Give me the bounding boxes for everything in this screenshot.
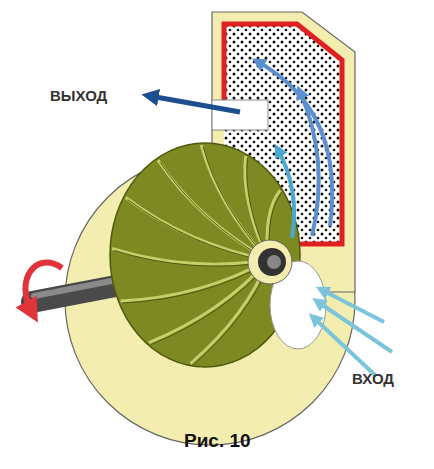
flow-arrow <box>258 62 332 226</box>
flow-arrow <box>278 150 294 238</box>
flow-arrow <box>300 92 319 236</box>
impeller-blade <box>121 260 269 301</box>
inflow-arrow <box>318 302 392 352</box>
impeller-blade <box>201 145 268 260</box>
hub-centre <box>267 255 281 269</box>
impeller <box>110 143 300 367</box>
outlet-opening <box>212 100 268 130</box>
rotation-arrow <box>25 263 62 312</box>
impeller-blade-edge <box>114 251 270 267</box>
hub-ring <box>248 240 292 284</box>
impeller-disc <box>110 143 300 367</box>
flow-label: ВХОД <box>352 370 394 387</box>
flow-label: ВЫХОД <box>50 87 107 104</box>
inflow-arrow <box>314 318 376 376</box>
inflow-arrow <box>322 290 384 322</box>
figure-caption: Рис. 10 <box>184 430 251 452</box>
outflow-arrow <box>150 96 240 112</box>
impeller-blade-edge <box>123 262 271 303</box>
hub <box>258 248 286 276</box>
